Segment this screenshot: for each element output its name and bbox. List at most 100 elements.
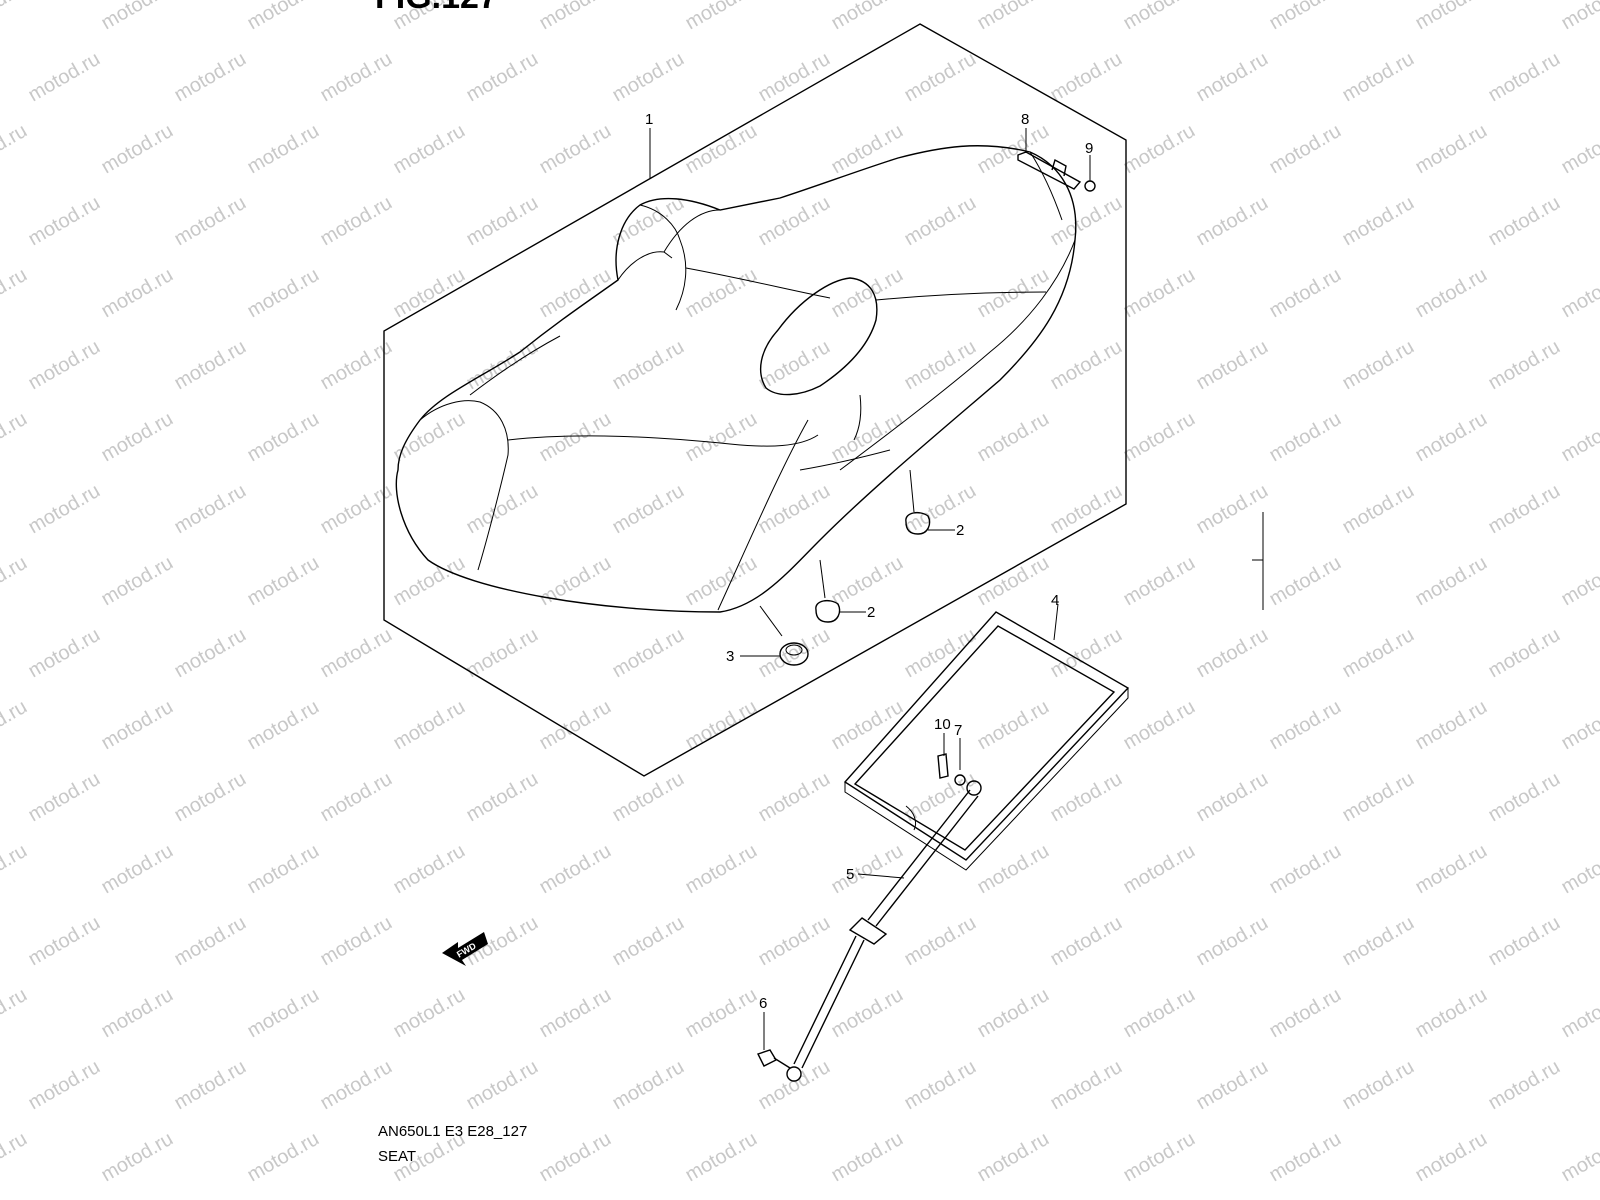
watermark-text: motod.ru	[1485, 480, 1564, 539]
watermark-text: motod.ru	[755, 336, 834, 395]
watermark-text: motod.ru	[0, 984, 31, 1043]
watermark-text: motod.ru	[171, 912, 250, 971]
figure-title: FIG.127	[375, 0, 498, 16]
watermark-text: motod.ru	[25, 624, 104, 683]
watermark-text: motod.ru	[1193, 1056, 1272, 1115]
seat-drawing	[395, 128, 1077, 613]
watermark-text: motod.ru	[0, 120, 31, 179]
watermark-text: motod.ru	[901, 1056, 980, 1115]
watermark-text: motod.ru	[609, 912, 688, 971]
watermark-text: motod.ru	[1485, 624, 1564, 683]
watermark-text: motod.ru	[390, 696, 469, 755]
watermark-text: motod.ru	[0, 0, 31, 34]
seat-frame	[843, 603, 1130, 871]
watermark-text: motod.ru	[609, 192, 688, 251]
watermark-text: motod.ru	[1266, 264, 1345, 323]
watermark-text: motod.ru	[317, 912, 396, 971]
watermark-text: motod.ru	[536, 696, 615, 755]
watermark-text: motod.ru	[1485, 768, 1564, 827]
callout-9: 7	[954, 722, 962, 739]
watermark-text: motod.ru	[1120, 1128, 1199, 1187]
watermark-text: motod.ru	[244, 840, 323, 899]
seat-bracket	[1017, 128, 1096, 192]
watermark-text: motod.ru	[974, 840, 1053, 899]
watermark-text: motod.ru	[25, 48, 104, 107]
watermark-text: motod.ru	[974, 408, 1053, 467]
watermark-text: motod.ru	[974, 1128, 1053, 1187]
watermark-text: motod.ru	[1558, 1128, 1600, 1187]
watermark-text: motod.ru	[682, 984, 761, 1043]
watermark-text: motod.ru	[1120, 984, 1199, 1043]
watermark-text: motod.ru	[244, 0, 323, 34]
watermark-text: motod.ru	[974, 696, 1053, 755]
watermark-text: motod.ru	[682, 840, 761, 899]
callout-7: 5	[846, 866, 854, 883]
watermark-text: motod.ru	[317, 768, 396, 827]
watermark-text: motod.ru	[1120, 840, 1199, 899]
watermark-text: motod.ru	[1339, 624, 1418, 683]
watermark-text: motod.ru	[609, 624, 688, 683]
watermark-text: motod.ru	[98, 264, 177, 323]
watermark-text: motod.ru	[1047, 336, 1126, 395]
watermark-text: motod.ru	[1412, 1128, 1491, 1187]
watermark-text: motod.ru	[901, 336, 980, 395]
callout-10: 10	[934, 716, 951, 733]
watermark-text: motod.ru	[1558, 984, 1600, 1043]
watermark-text: motod.ru	[98, 1128, 177, 1187]
watermark-text: motod.ru	[98, 120, 177, 179]
watermark-text: motod.ru	[463, 192, 542, 251]
watermark-text: motod.ru	[1266, 1128, 1345, 1187]
watermark-text: motod.ru	[1193, 624, 1272, 683]
watermark-text: motod.ru	[317, 624, 396, 683]
watermark-text: motod.ru	[1558, 696, 1600, 755]
watermark-text: motod.ru	[244, 264, 323, 323]
watermark-text: motod.ru	[98, 984, 177, 1043]
watermark-text: motod.ru	[1120, 408, 1199, 467]
watermark-text: motod.ru	[901, 192, 980, 251]
watermark-text: motod.ru	[98, 0, 177, 34]
callout-3: 3	[726, 648, 734, 665]
watermark-text: motod.ru	[536, 840, 615, 899]
watermark-text: motod.ru	[755, 912, 834, 971]
watermark-text: motod.ru	[1193, 480, 1272, 539]
watermark-text: motod.ru	[974, 552, 1053, 611]
watermark-text: motod.ru	[1266, 840, 1345, 899]
callout-6: 4	[1051, 592, 1059, 609]
watermark-text: motod.ru	[1193, 192, 1272, 251]
watermark-text: motod.ru	[974, 0, 1053, 34]
watermark-text: motod.ru	[390, 264, 469, 323]
watermark-text: motod.ru	[1558, 552, 1600, 611]
watermark-text: motod.ru	[1558, 0, 1600, 34]
watermark-text: motod.ru	[1120, 120, 1199, 179]
watermark-text: motod.ru	[171, 768, 250, 827]
watermark-text: motod.ru	[1266, 696, 1345, 755]
watermark-text: motod.ru	[98, 840, 177, 899]
watermark-text: motod.ru	[1485, 1056, 1564, 1115]
margin-mark	[1252, 512, 1264, 610]
watermark-text: motod.ru	[171, 192, 250, 251]
watermark-text: motod.ru	[244, 984, 323, 1043]
watermark-text: motod.ru	[1120, 552, 1199, 611]
watermark-text: motod.ru	[1412, 408, 1491, 467]
watermark-text: motod.ru	[1412, 264, 1491, 323]
assembly-frame	[383, 23, 1127, 777]
watermark-text: motod.ru	[1339, 192, 1418, 251]
watermark-text: motod.ru	[682, 408, 761, 467]
watermark-text: motod.ru	[1339, 336, 1418, 395]
watermark-text: motod.ru	[974, 984, 1053, 1043]
watermark-text: motod.ru	[244, 696, 323, 755]
watermark-text: motod.ru	[1558, 264, 1600, 323]
watermark-text: motod.ru	[390, 984, 469, 1043]
watermark-text: motod.ru	[1412, 840, 1491, 899]
watermark-text: motod.ru	[1047, 192, 1126, 251]
watermark-text: motod.ru	[682, 696, 761, 755]
damper-clip-parts	[937, 733, 966, 786]
watermark-text: motod.ru	[244, 120, 323, 179]
watermark-text: motod.ru	[25, 480, 104, 539]
watermark-text: motod.ru	[682, 264, 761, 323]
watermark-text: motod.ru	[609, 48, 688, 107]
watermark-text: motod.ru	[1412, 552, 1491, 611]
watermark-text: motod.ru	[1047, 624, 1126, 683]
watermark-text: motod.ru	[171, 624, 250, 683]
